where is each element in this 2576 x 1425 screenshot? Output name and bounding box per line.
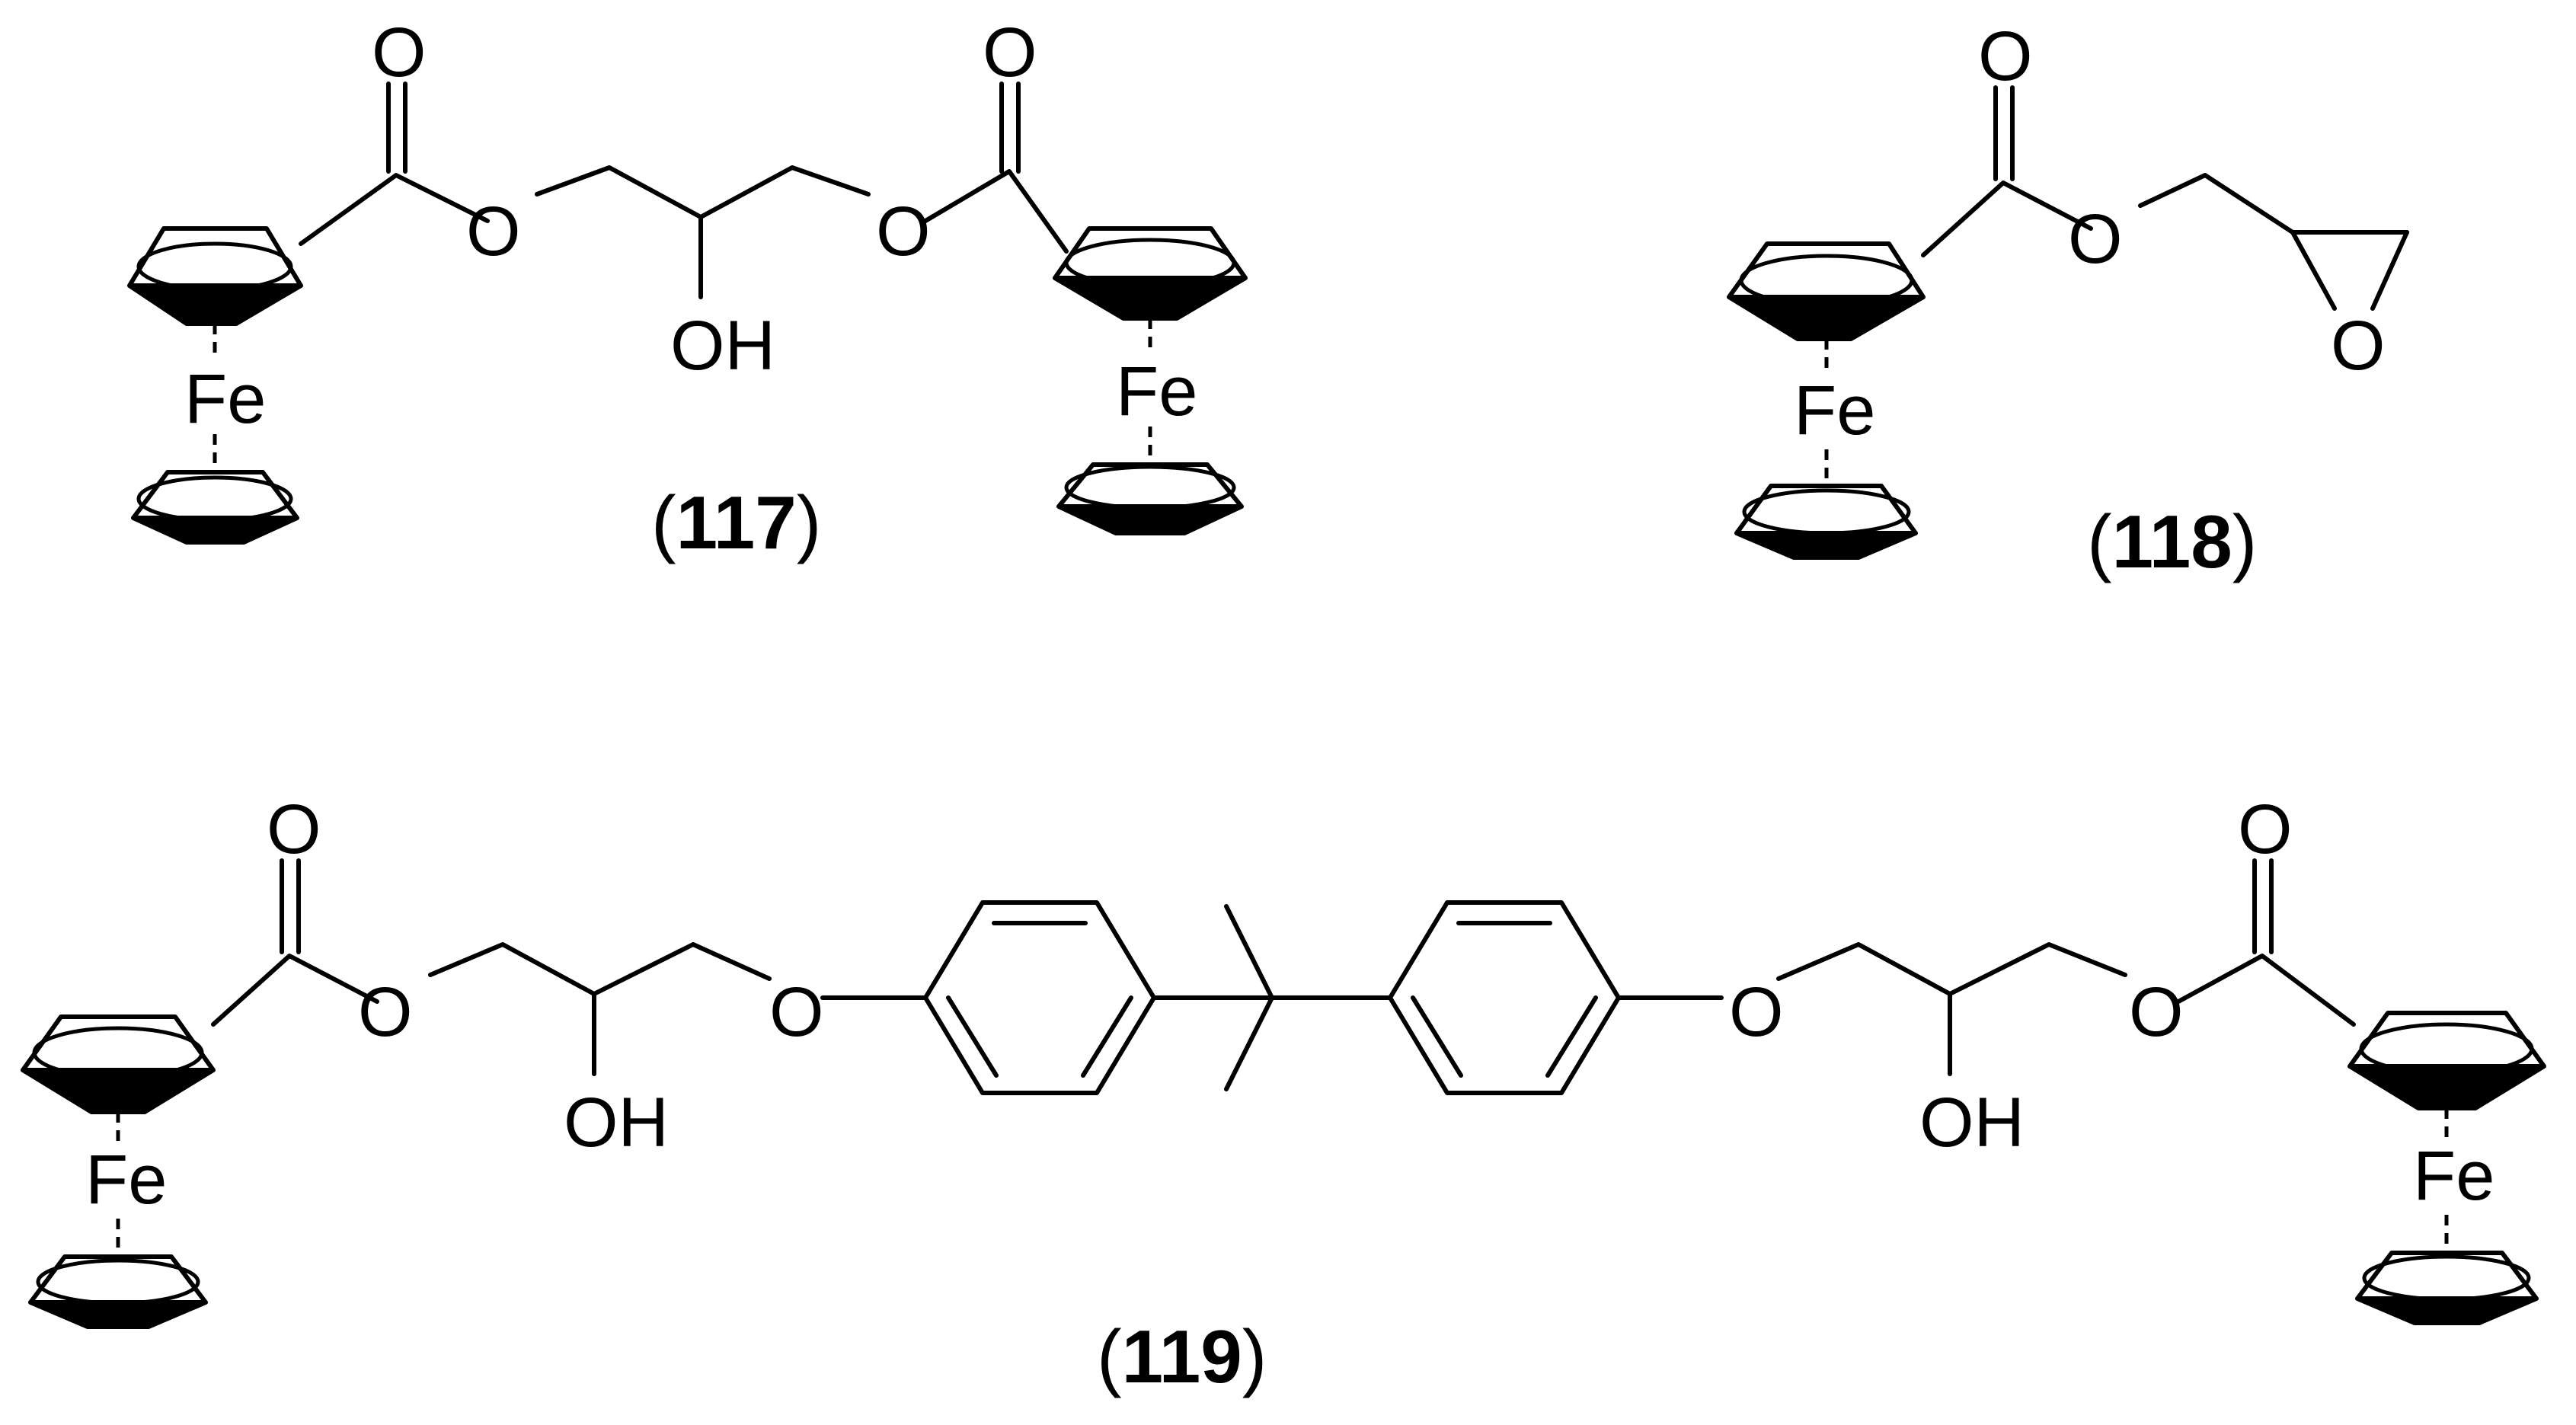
- ferrocene-119-left: Fe: [21, 1014, 216, 1329]
- ester-oxygen: O: [466, 193, 521, 270]
- carbonyl-oxygen: O: [1978, 18, 2033, 95]
- ether-oxygen: O: [1729, 973, 1784, 1051]
- compound-118: Fe O O O (118): [1727, 18, 2409, 583]
- benzene-ring-right: [1388, 900, 1621, 1095]
- ferrocene-117-right: Fe: [1053, 226, 1248, 535]
- carbonyl-oxygen: O: [267, 791, 321, 868]
- iron-atom: Fe: [184, 360, 266, 438]
- epoxide-oxygen: O: [2331, 307, 2386, 385]
- iron-atom: Fe: [1794, 372, 1875, 449]
- compound-label-119: (119): [1097, 1315, 1267, 1398]
- compound-117: Fe O O OH O O Fe: [127, 14, 1248, 564]
- compound-label-117: (117): [651, 481, 821, 564]
- iron-atom: Fe: [85, 1141, 167, 1219]
- ester-oxygen: O: [2068, 200, 2123, 278]
- hydroxyl-group: OH: [564, 1084, 669, 1161]
- ferrocene-117-left: Fe: [127, 226, 303, 545]
- ester-oxygen: O: [876, 193, 931, 270]
- benzene-ring-left: [923, 900, 1156, 1095]
- compound-119: Fe O O OH O: [21, 791, 2546, 1398]
- compound-label-118: (118): [2087, 500, 2257, 583]
- ferrocene-119-right: Fe: [2347, 1011, 2546, 1325]
- hydroxyl-group: OH: [670, 307, 775, 385]
- carbonyl-oxygen: O: [983, 14, 1037, 91]
- hydroxyl-group: OH: [1919, 1084, 2025, 1161]
- epoxide-ring: O: [2290, 230, 2409, 385]
- carbonyl-oxygen: O: [2238, 791, 2293, 868]
- iron-atom: Fe: [1116, 353, 1197, 430]
- ester-oxygen: O: [2129, 973, 2184, 1051]
- ester-oxygen: O: [358, 973, 413, 1051]
- carbonyl-oxygen: O: [372, 14, 427, 91]
- isopropylidene-bridge: [1152, 904, 1392, 1091]
- ether-oxygen: O: [769, 973, 824, 1051]
- iron-atom: Fe: [2413, 1137, 2495, 1215]
- ferrocene-118: Fe: [1727, 241, 1926, 560]
